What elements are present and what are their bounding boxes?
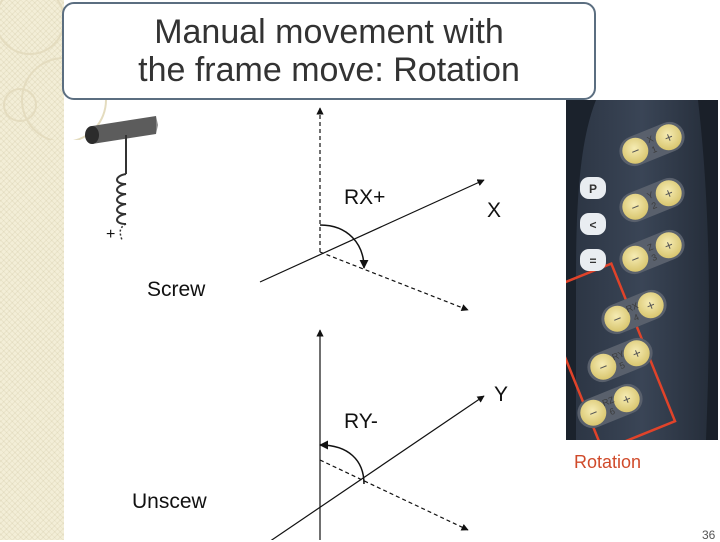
- jog-axis-name: RY: [611, 348, 626, 362]
- ry-minus-label: RY-: [344, 410, 378, 433]
- jog-plus-button[interactable]: [652, 176, 686, 210]
- jog-key-z[interactable]: −+Z3: [615, 225, 689, 278]
- jog-axis-name: X: [645, 134, 654, 146]
- unscrew-label: Unscew: [132, 490, 207, 513]
- jog-key-y[interactable]: −+Y2: [615, 173, 689, 226]
- jog-axis-number: 3: [650, 252, 658, 263]
- side-key-3[interactable]: =: [580, 249, 606, 271]
- rx-plus-label: RX+: [344, 186, 386, 209]
- jog-plus-button[interactable]: [620, 336, 654, 370]
- jog-axis-number: 2: [650, 200, 658, 211]
- jog-plus-button[interactable]: [652, 120, 686, 154]
- jog-axis-name: RX: [624, 300, 639, 314]
- screw-tool-icon: [85, 116, 158, 241]
- rx-axis-group: [259, 107, 485, 311]
- screw-label: Screw: [147, 278, 206, 301]
- x-axis-label: X: [487, 199, 502, 222]
- jog-key-rx[interactable]: −+RX4: [597, 285, 671, 338]
- jog-axis-name: Y: [645, 190, 654, 202]
- jog-axis-number: 6: [608, 406, 616, 417]
- jog-axis-name: RZ: [601, 394, 616, 408]
- jog-minus-button[interactable]: [618, 134, 652, 168]
- jog-minus-button[interactable]: [586, 350, 620, 384]
- jog-axis-name: Z: [646, 242, 655, 254]
- jog-minus-button[interactable]: [600, 302, 634, 336]
- slide-title-line-1: Manual movement with: [154, 13, 504, 51]
- rotation-diagram: [85, 107, 485, 540]
- rotation-caption: Rotation: [574, 452, 642, 472]
- page-number: 36: [702, 528, 716, 542]
- jog-plus-button[interactable]: [634, 288, 668, 322]
- jog-key-ry[interactable]: −+RY5: [583, 333, 657, 386]
- teach-pendant-graphic: −+X1−+Y2−+Z3 −+RX4−+RY5−+RZ6 P < =: [566, 100, 718, 440]
- jog-plus-button[interactable]: [652, 228, 686, 262]
- side-key-label: =: [589, 254, 596, 268]
- jog-key-x[interactable]: −+X1: [615, 117, 689, 170]
- side-key-label: <: [589, 218, 596, 232]
- y-axis-label: Y: [494, 383, 509, 406]
- jog-axis-number: 1: [650, 144, 658, 155]
- ry-axis-group: [270, 329, 485, 540]
- side-key-2[interactable]: <: [580, 213, 606, 235]
- jog-minus-button[interactable]: [618, 242, 652, 276]
- side-key-1[interactable]: P: [580, 177, 606, 199]
- jog-plus-button[interactable]: [610, 382, 644, 416]
- plus-sign-label: +: [106, 226, 116, 243]
- jog-key-rz[interactable]: −+RZ6: [573, 379, 647, 432]
- jog-minus-button[interactable]: [618, 190, 652, 224]
- jog-minus-button[interactable]: [576, 396, 610, 430]
- decorative-left-band: [0, 0, 64, 540]
- jog-axis-number: 5: [618, 360, 626, 371]
- slide-title-line-2: the frame move: Rotation: [138, 51, 520, 89]
- slide-title-box: Manual movement with the frame move: Rot…: [62, 2, 596, 100]
- side-key-label: P: [589, 182, 597, 196]
- jog-axis-number: 4: [632, 312, 640, 323]
